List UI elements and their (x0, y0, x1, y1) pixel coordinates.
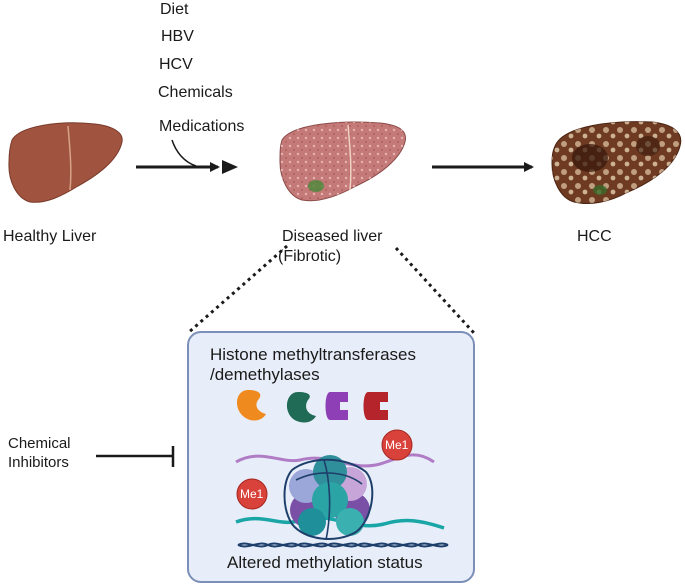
enzyme-green-icon (287, 392, 316, 423)
enzyme-purple-icon (325, 392, 348, 420)
cause-chemicals: Chemicals (158, 84, 233, 101)
inhibition-symbol (96, 446, 175, 467)
cause-arrow (136, 139, 238, 174)
label-chemical: Chemical (8, 435, 71, 452)
label-inhibitors: Inhibitors (8, 454, 69, 471)
zoom-line-right (394, 246, 476, 335)
me1-badge-right (381, 429, 413, 461)
cause-hbv: HBV (161, 28, 194, 45)
cause-medications: Medications (159, 118, 245, 135)
cause-diet: Diet (160, 1, 189, 18)
box-title-line1: Histone methyltransferases (210, 345, 416, 364)
cause-hcv: HCV (159, 56, 193, 73)
liver-healthy-icon (8, 122, 123, 203)
label-diseased-liver: Diseased liver (282, 228, 383, 245)
me1-label-left: Me1 (240, 487, 264, 501)
me1-label-right: Me1 (385, 438, 409, 452)
liver-fibrotic-icon (279, 121, 407, 202)
enzyme-orange-icon (237, 390, 266, 421)
liver-hcc-icon (551, 121, 682, 205)
enzyme-red-icon (363, 392, 388, 420)
nucleosome-icon (283, 455, 374, 541)
label-healthy-liver: Healthy Liver (3, 228, 97, 245)
zoom-line-left (187, 244, 288, 335)
dna-double-helix (237, 542, 449, 548)
label-hcc: HCC (577, 228, 612, 245)
box-footer: Altered methylation status (227, 553, 423, 572)
label-fibrotic: (Fibrotic) (278, 248, 342, 265)
box-title-line2: /demethylases (210, 365, 320, 384)
me1-badge-left (236, 478, 268, 510)
